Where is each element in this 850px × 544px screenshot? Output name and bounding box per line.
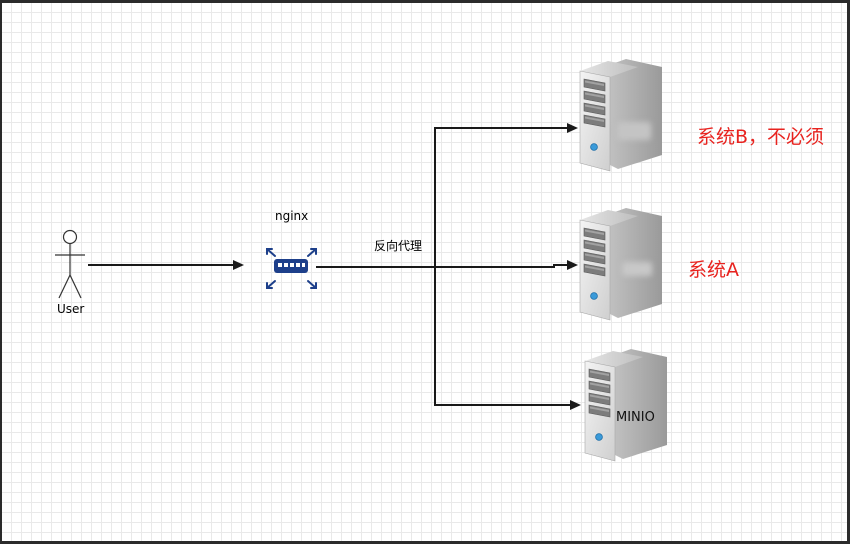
connector-nginx-to-system-a [316, 260, 578, 270]
diagram-canvas: User nginx 反向代理 MINIO 系统B，不必须 系统A [2, 3, 847, 541]
redacted-label-a [622, 262, 652, 276]
network-switch-icon [266, 248, 317, 289]
minio-label: MINIO [616, 410, 655, 425]
server-minio-icon [584, 348, 668, 462]
system-b-label: 系统B，不必须 [697, 126, 825, 148]
connector-branch-to-system-b [434, 123, 578, 267]
connector-branch-to-minio [434, 267, 581, 410]
user-stick-figure-icon [55, 229, 85, 299]
server-system-b-icon [579, 58, 663, 172]
diagram-svg [55, 58, 668, 462]
reverse-proxy-label: 反向代理 [374, 239, 423, 253]
nginx-label: nginx [275, 209, 309, 223]
connector-user-to-nginx [88, 260, 244, 270]
user-label: User [57, 302, 85, 316]
redacted-label-b [617, 122, 651, 140]
system-a-label: 系统A [688, 259, 739, 281]
